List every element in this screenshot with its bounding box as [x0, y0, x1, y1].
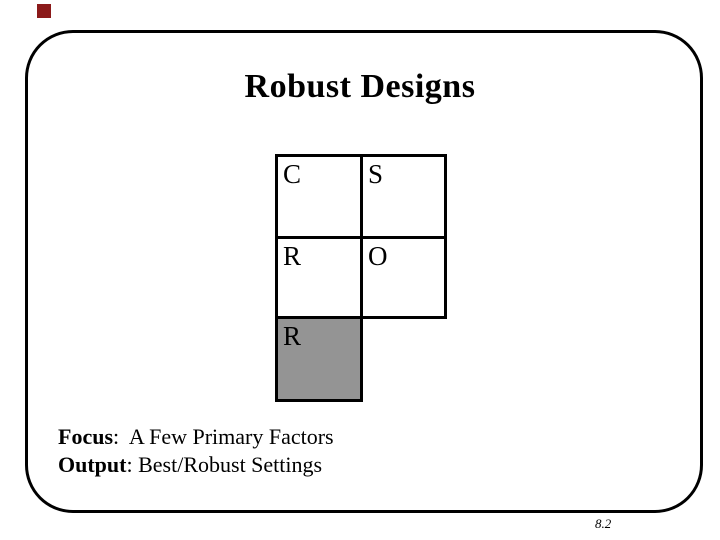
output-line: Output: Best/Robust Settings: [58, 451, 334, 479]
output-value: Best/Robust Settings: [138, 451, 323, 477]
footer-text: Focus: A Few Primary Factors Output: Bes…: [58, 423, 334, 478]
focus-label: Focus: [58, 424, 113, 449]
grid-cell-o: O: [360, 236, 447, 319]
output-label: Output: [58, 451, 127, 477]
focus-value: A Few Primary Factors: [128, 424, 334, 449]
grid-cell-s: S: [360, 154, 447, 239]
focus-separator: :: [113, 424, 129, 449]
grid-cell-r-shaded: R: [275, 316, 363, 402]
slide-corner-marker: [37, 4, 51, 18]
page-number: 8.2: [595, 516, 612, 531]
output-separator: :: [126, 451, 139, 477]
grid-cell-r: R: [275, 236, 363, 319]
grid-cell-c: C: [275, 154, 363, 239]
page-title: Robust Designs: [244, 68, 476, 105]
focus-line: Focus: A Few Primary Factors: [58, 423, 334, 451]
slide-border: [25, 30, 703, 513]
